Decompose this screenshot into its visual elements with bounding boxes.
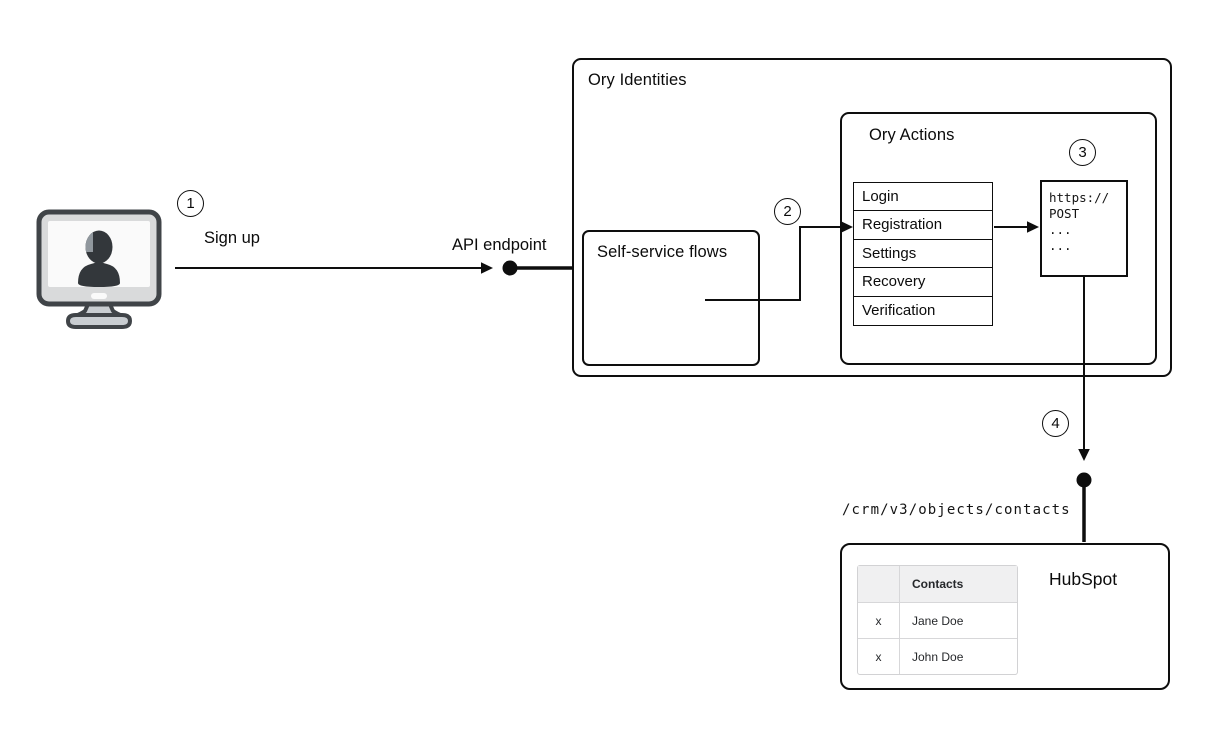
ory-actions-title: Ory Actions — [869, 126, 955, 144]
code-line-method: POST — [1049, 206, 1080, 221]
signup-arrowhead — [481, 262, 493, 274]
sign-up-label: Sign up — [204, 229, 260, 247]
flow-row-verification: Verification — [853, 295, 993, 326]
flow-row-registration: Registration — [853, 210, 993, 241]
monitor-user-icon — [36, 209, 162, 329]
contacts-header-label: Contacts — [912, 577, 964, 591]
self-service-flow-list: Login Registration Settings Recovery Ver… — [853, 182, 993, 326]
contact-name: Jane Doe — [912, 613, 964, 628]
step-number: 4 — [1051, 415, 1060, 432]
code-line-ellipsis-1: ... — [1049, 222, 1072, 237]
step-number: 2 — [783, 203, 792, 220]
api-endpoint-node-dot — [502, 260, 518, 276]
step-badge-1: 1 — [177, 190, 204, 217]
contact-delete-marker: x — [858, 639, 900, 674]
contacts-header-action-cell — [858, 566, 900, 602]
api-endpoint-label: API endpoint — [452, 236, 547, 254]
code-line-url: https:// — [1049, 190, 1110, 205]
self-service-flows-title: Self-service flows — [597, 243, 728, 261]
hubspot-arrowhead — [1078, 449, 1090, 461]
step-number: 3 — [1078, 144, 1087, 161]
webhook-request-box: https:// POST ... ... — [1040, 180, 1128, 277]
hubspot-title: HubSpot — [1049, 569, 1118, 589]
self-service-flows-box: Self-service flows — [582, 230, 760, 366]
crm-endpoint-path-label: /crm/v3/objects/contacts — [842, 502, 1071, 518]
contacts-table: Contacts x Jane Doe x John Doe — [857, 565, 1018, 675]
step-badge-4: 4 — [1042, 410, 1069, 437]
step-badge-3: 3 — [1069, 139, 1096, 166]
crm-endpoint-node-dot — [1076, 472, 1092, 488]
flow-row-login: Login — [853, 182, 993, 212]
step-badge-2: 2 — [774, 198, 801, 225]
contacts-table-header-row: Contacts — [858, 566, 1017, 602]
ory-identities-title: Ory Identities — [588, 71, 687, 89]
code-line-ellipsis-2: ... — [1049, 238, 1072, 253]
contact-delete-marker: x — [858, 603, 900, 638]
flow-row-recovery: Recovery — [853, 267, 993, 298]
hubspot-box: HubSpot Contacts x Jane Doe x John Doe — [840, 543, 1170, 690]
contact-name: John Doe — [912, 649, 964, 664]
flow-row-settings: Settings — [853, 238, 993, 269]
step-number: 1 — [186, 195, 195, 212]
contacts-table-row: x Jane Doe — [858, 602, 1017, 638]
contacts-table-row: x John Doe — [858, 638, 1017, 674]
